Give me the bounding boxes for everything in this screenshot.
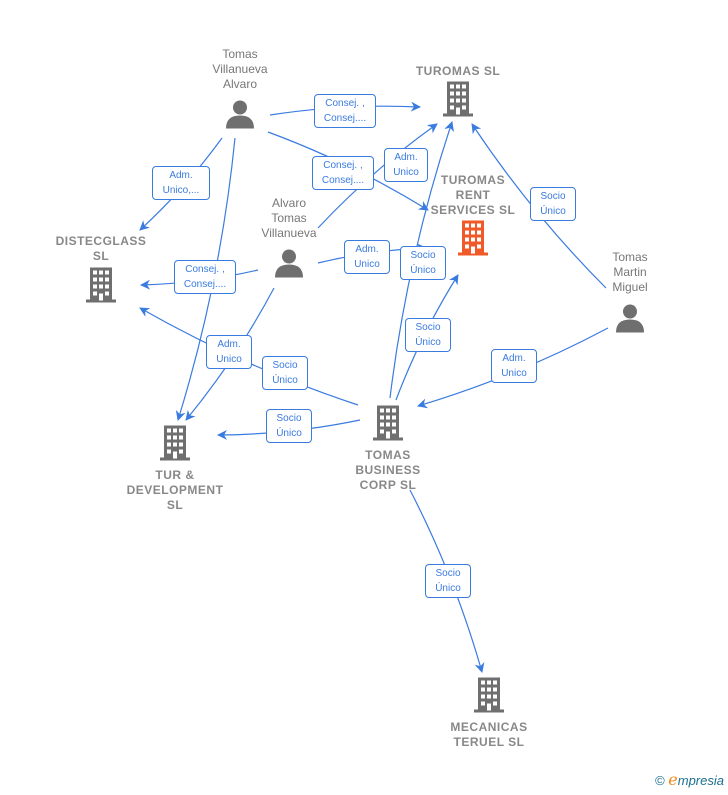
relation-label[interactable]: Consej. , Consej.... [314, 94, 376, 128]
relation-label[interactable]: Adm. Unico [344, 240, 390, 274]
relation-label[interactable]: Adm. Unico,... [152, 166, 210, 200]
person-icon[interactable] [615, 303, 645, 338]
node-label-line: Alvaro [222, 77, 257, 91]
node-label-line: TUROMAS SL [415, 64, 501, 78]
relation-label[interactable]: Socio Único [530, 187, 576, 221]
node-label-line: TOMAS [365, 448, 411, 462]
node-label-line: SL [166, 498, 184, 512]
node-label-line: Tomas [612, 250, 648, 264]
node-label-line: DEVELOPMENT [126, 483, 224, 497]
node-label-line: Alvaro [271, 196, 306, 210]
building-icon[interactable] [472, 677, 506, 718]
node-label-line: TERUEL SL [453, 735, 525, 749]
relation-label[interactable]: Consej. , Consej.... [174, 260, 236, 294]
node-label-line: MECANICAS [450, 720, 528, 734]
person-icon[interactable] [225, 99, 255, 134]
building-icon[interactable] [371, 405, 405, 446]
node-label-line: Martin [613, 265, 647, 279]
relation-label[interactable]: Socio Único [405, 318, 451, 352]
copyright-symbol: © [655, 773, 665, 788]
node-label-line: BUSINESS [355, 463, 421, 477]
relation-label[interactable]: Socio Único [266, 409, 312, 443]
node-label-line: TUROMAS [440, 173, 506, 187]
node-label-line: CORP SL [359, 478, 417, 492]
node-label-line: Tomas [271, 211, 307, 225]
node-label-line: Villanueva [212, 62, 268, 76]
node-label[interactable]: TUROMAS SL [416, 64, 500, 79]
relation-label[interactable]: Socio Único [425, 564, 471, 598]
building-icon[interactable] [84, 267, 118, 308]
node-label-line: Miguel [612, 280, 648, 294]
building-icon[interactable] [441, 81, 475, 122]
node-label-line: SL [92, 249, 110, 263]
logo-initial: e [668, 770, 678, 789]
empresia-logo: © empresia [655, 770, 724, 789]
node-label-line: SERVICES SL [430, 203, 516, 217]
node-label-line: Villanueva [261, 226, 317, 240]
logo-text: mpresia [677, 773, 724, 788]
relation-label[interactable]: Adm. Unico [384, 148, 428, 182]
building-icon[interactable] [456, 220, 490, 261]
relation-label[interactable]: Consej. , Consej.... [312, 156, 374, 190]
node-label-line: Tomas [222, 47, 258, 61]
relation-label[interactable]: Adm. Unico [491, 349, 537, 383]
person-icon[interactable] [274, 248, 304, 283]
relation-label[interactable]: Socio Único [262, 356, 308, 390]
node-label-line: TUR & [155, 468, 195, 482]
relation-label[interactable]: Adm. Unico [206, 335, 252, 369]
node-label-line: DISTECGLASS [55, 234, 147, 248]
building-icon[interactable] [158, 425, 192, 466]
node-label-line: RENT [455, 188, 491, 202]
edge-atv-turomas [317, 123, 438, 229]
relation-label[interactable]: Socio Único [400, 246, 446, 280]
